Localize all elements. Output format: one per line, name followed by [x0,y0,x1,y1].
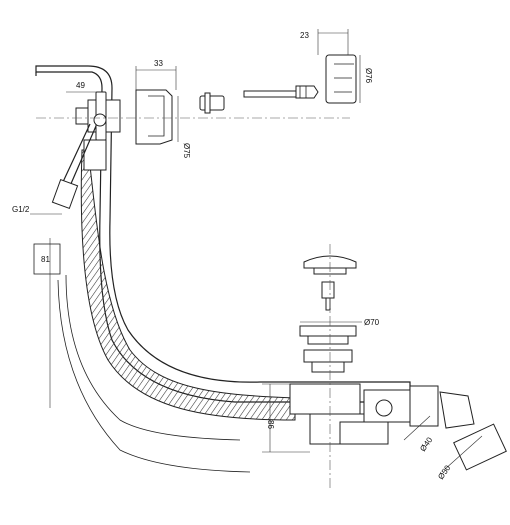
dimension-81: 81 [41,255,50,264]
dimension-75: Ø75 [182,143,191,159]
dimension-76: Ø76 [364,68,373,84]
center-lines [36,117,350,490]
overflow-spindle [243,85,319,99]
waste-trap [289,383,439,445]
outlet-pipe [439,391,507,471]
dimension-50: Ø50 [436,463,452,481]
drain-flange [299,325,357,373]
dimension-g12: G1/2 [12,205,30,214]
overflow-head [75,91,121,171]
overflow-cap [135,89,173,145]
dimension-40: Ø40 [418,435,434,453]
overflow-rosette [325,54,357,104]
dimension-lines [30,29,483,471]
overflow-flex-hose [80,149,296,421]
dimension-33: 33 [154,59,163,68]
dimension-70: Ø70 [364,318,380,327]
fill-hose [51,123,97,209]
overflow-connector [199,92,225,114]
dimension-49: 49 [76,81,85,90]
dimension-86: 86 [266,420,275,429]
dimension-81-box [33,243,61,275]
dimension-23: 23 [300,31,309,40]
